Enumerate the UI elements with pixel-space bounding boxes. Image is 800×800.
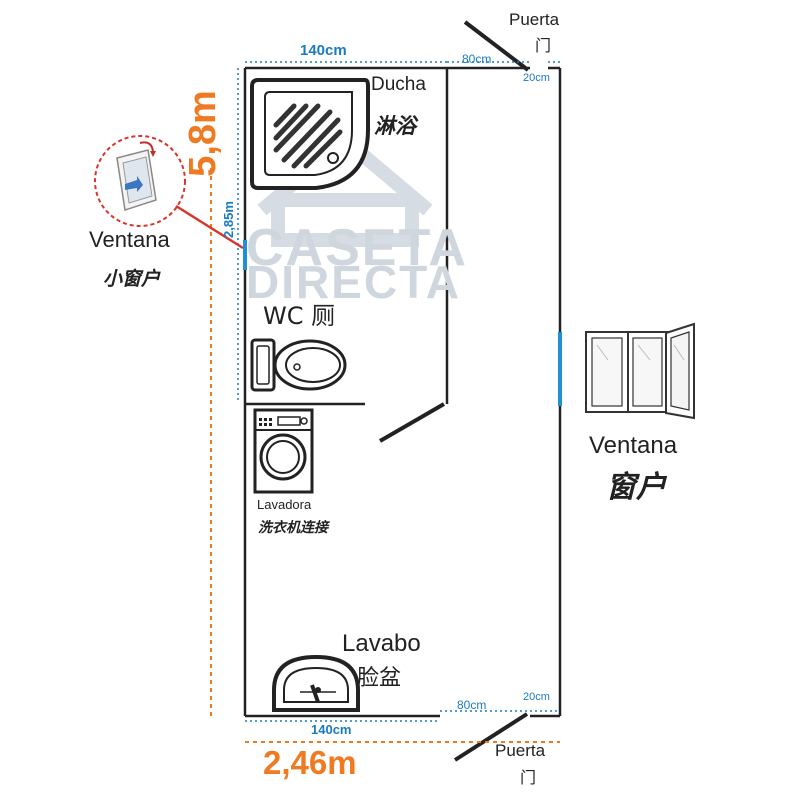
sink-icon	[272, 654, 360, 712]
washer-label-zh: 洗衣机连接	[258, 520, 328, 536]
bathroom-length-dimension: 2,85m	[220, 201, 236, 238]
door-bottom-label: Puerta	[495, 741, 546, 760]
inner-width-bottom-dimension: 140cm	[311, 722, 352, 737]
watermark-line2: DIRECTA	[246, 256, 462, 308]
total-length-dimension: 5,8m	[181, 90, 224, 177]
outer-walls	[243, 66, 562, 718]
shower-label: Ducha	[371, 74, 426, 95]
door-top-offset-dimension: 20cm	[523, 72, 550, 84]
small-window-label-zh: 小窗户	[103, 268, 161, 290]
small-window-icon	[116, 141, 157, 211]
blue-dimension-lines	[237, 61, 562, 722]
window-icon	[585, 322, 695, 420]
door-top-label-zh: 门	[535, 36, 552, 55]
wc-label: WC 厕	[263, 302, 336, 330]
bathroom-door-leaf	[378, 402, 446, 443]
door-bottom-width-dimension: 80cm	[457, 698, 487, 712]
small-window-callout	[94, 135, 244, 250]
shower-label-zh: 淋浴	[374, 114, 416, 138]
watermark-line1: CASETA	[246, 219, 468, 277]
total-width-dimension: 2,46m	[263, 744, 357, 781]
sink-label-zh: 脸盆	[357, 666, 402, 691]
door-bottom-label-zh: 门	[520, 768, 537, 787]
inner-width-top-dimension: 140cm	[300, 42, 347, 59]
washer-label: Lavadora	[257, 497, 312, 512]
window-label: Ventana	[589, 432, 678, 459]
bathroom-partition	[245, 68, 449, 443]
sink-label: Lavabo	[342, 630, 421, 657]
shower-icon	[250, 78, 370, 190]
door-bottom-offset-dimension: 20cm	[523, 691, 550, 703]
small-window-label: Ventana	[89, 227, 170, 252]
toilet-icon	[250, 338, 347, 392]
window-label-zh: 窗户	[606, 470, 666, 505]
door-bottom-leaf	[453, 712, 529, 762]
door-top-width-dimension: 80cm	[462, 52, 492, 66]
washing-machine-icon	[253, 408, 314, 494]
door-top-label: Puerta	[509, 10, 560, 29]
